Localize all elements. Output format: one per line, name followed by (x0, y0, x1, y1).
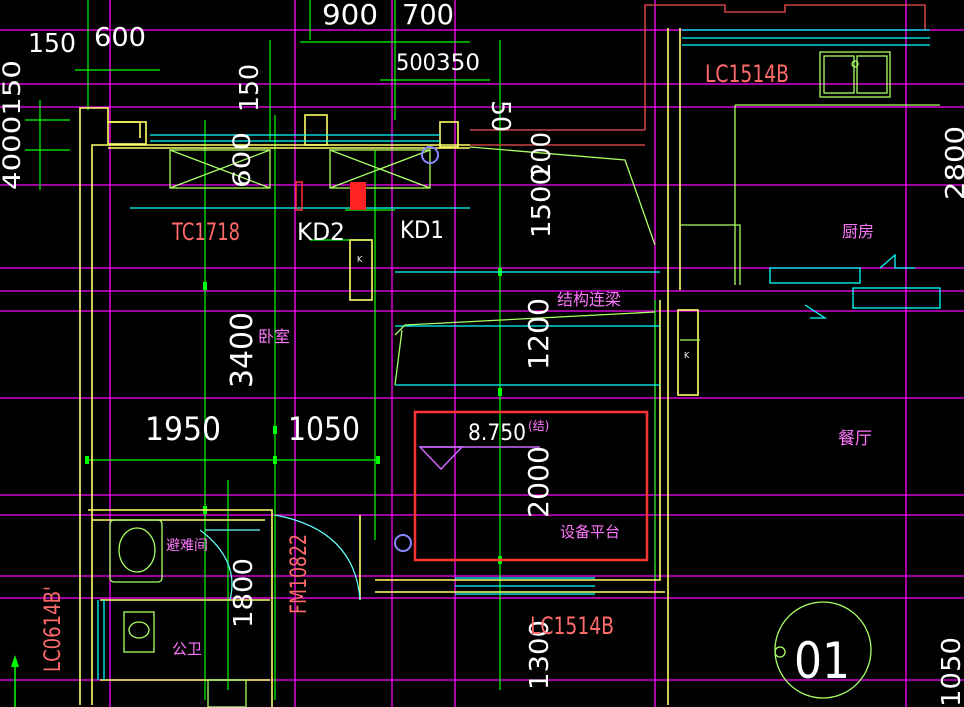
label-refuge-room: 避难间 (166, 538, 208, 554)
label-kitchen: 厨房 (842, 222, 874, 241)
dim-v-1200: 1200 (522, 298, 555, 370)
label-public-wc: 公卫 (172, 640, 202, 658)
equipment-outlines (109, 51, 940, 707)
dim-v-2800: 2800 (941, 126, 964, 200)
level-marker (418, 446, 540, 471)
dim-v-200: 200 (527, 132, 557, 178)
dim-v-1050-right: 1050 (937, 637, 964, 707)
label-tc1718: TC1718 (171, 218, 240, 246)
labels: TC1718 KD2 KD1 LC1514B LC1514B FM1 0822 … (41, 60, 874, 690)
label-lc0614b: LC0614B' (41, 586, 66, 672)
label-lc1514b-bottom: LC1514B (530, 612, 614, 640)
dim-350: 350 (436, 51, 480, 76)
dim-150-top: 150 (28, 29, 76, 59)
windows (97, 29, 941, 680)
dim-v-600: 600 (228, 132, 256, 188)
label-dining: 餐厅 (838, 429, 872, 449)
label-kd2: KD2 (297, 218, 345, 246)
dim-v-1300: 1300 (525, 620, 555, 690)
level-value: 8.750 (468, 421, 526, 446)
level-note: (结) (528, 419, 549, 433)
dim-v-3400: 3400 (225, 312, 260, 388)
dim-500: 500 (396, 51, 436, 76)
highlight-box[interactable] (413, 410, 649, 562)
walls (79, 28, 699, 707)
tag-k-1: K (357, 255, 363, 264)
dim-v-50: 50 (485, 100, 515, 132)
label-bedroom: 卧室 (258, 327, 290, 346)
ucs-icon (11, 655, 19, 707)
door-swings (199, 514, 361, 601)
dim-900: 900 (322, 0, 378, 31)
dim-v-1500: 1500 (527, 168, 557, 238)
tag-k-2: K (684, 351, 690, 360)
dim-1050: 1050 (288, 410, 360, 448)
axis-number: 01 (794, 632, 850, 690)
top-right-outline (470, 4, 926, 146)
label-fm1: FM1 (287, 578, 312, 614)
dim-700: 700 (402, 0, 454, 31)
dimension-lines (25, 0, 656, 700)
dim-v-2000: 2000 (522, 446, 555, 518)
label-lc1514b-top: LC1514B (705, 60, 789, 88)
label-equipment-platform: 设备平台 (560, 523, 620, 541)
pipe-markers (295, 146, 439, 552)
dim-4000150: 4000150 (0, 60, 26, 190)
dim-1950: 1950 (145, 410, 221, 448)
label-kd1: KD1 (400, 216, 444, 244)
label-fm-code: 0822 (287, 534, 312, 578)
dim-600-top: 600 (94, 23, 146, 53)
label-structural-beam: 结构连梁 (557, 290, 621, 309)
kitchen-markers (804, 253, 915, 319)
dim-v-150: 150 (235, 64, 265, 112)
dim-v-1800: 1800 (229, 558, 259, 628)
